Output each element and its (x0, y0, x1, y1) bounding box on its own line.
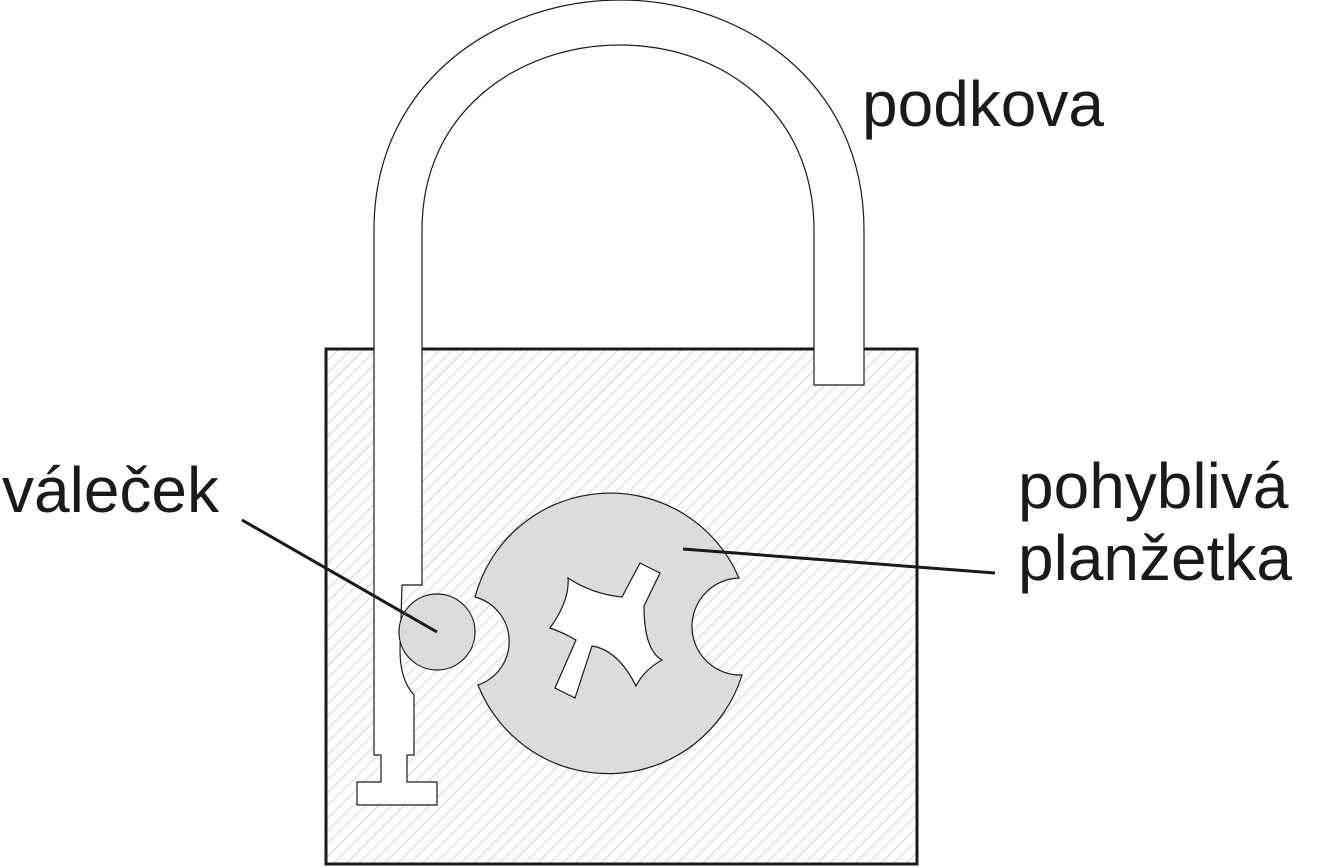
label-roller: váleček (2, 454, 219, 526)
shackle (356, 0, 865, 806)
label-movable-plate-line2: planžetka (1018, 522, 1292, 594)
leader-line-plate (682, 547, 996, 575)
leader-line-roller (241, 518, 438, 634)
label-movable-plate-line1: pohyblivá (1018, 450, 1289, 522)
label-movable-plate: pohyblivá planžetka (1018, 450, 1292, 594)
keyway-slot (549, 562, 664, 699)
label-shackle: podkova (862, 68, 1104, 140)
